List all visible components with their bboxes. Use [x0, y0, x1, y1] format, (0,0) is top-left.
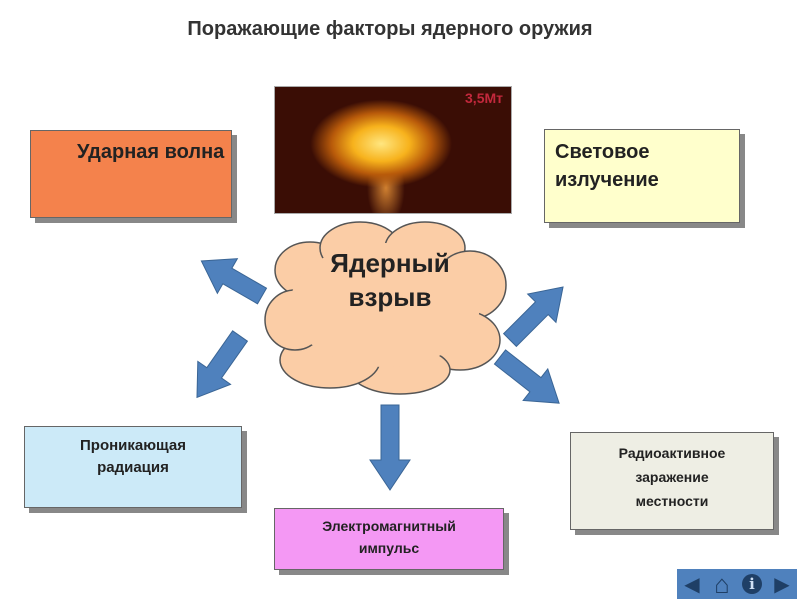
info-glyph: i: [742, 574, 762, 594]
arrow-to-shock: [200, 258, 268, 305]
slide-title: Поражающие факторы ядерного оружия: [187, 18, 593, 40]
center-label: Ядерный взрыв: [330, 248, 450, 312]
box-radioactive-contamination: Радиоактивное заражение местности: [570, 432, 774, 530]
slide-nav: ◀ ⌂ i ▶: [677, 569, 797, 599]
arrow-to-emp: [369, 404, 411, 491]
info-icon[interactable]: i: [737, 569, 767, 599]
cloud-shape: [264, 221, 507, 395]
next-icon[interactable]: ▶: [774, 573, 790, 596]
box-emp: Электромагнитный импульс: [274, 508, 504, 570]
home-icon[interactable]: ⌂: [714, 568, 730, 599]
box-light-radiation: Световое излучение: [544, 129, 740, 223]
box-shock-wave: Ударная волна: [30, 130, 232, 218]
arrow-to-light: [502, 286, 564, 348]
arrow-to-contamination: [493, 349, 560, 404]
arrow-to-radiation: [196, 330, 249, 399]
yield-label: 3,5Мт: [465, 90, 503, 106]
explosion-photo: 3,5Мт: [274, 86, 512, 214]
prev-icon[interactable]: ◀: [684, 573, 700, 596]
box-penetrating-radiation: Проникающая радиация: [24, 426, 242, 508]
